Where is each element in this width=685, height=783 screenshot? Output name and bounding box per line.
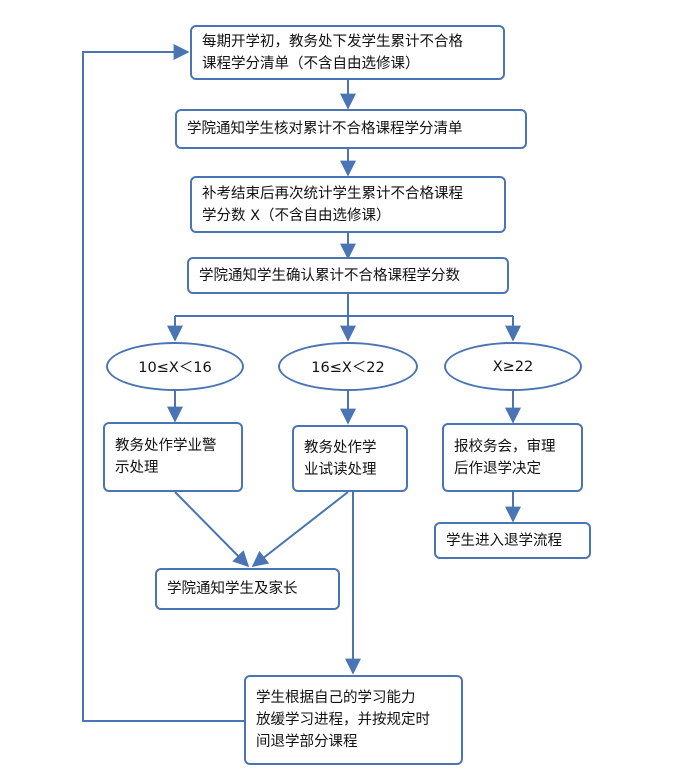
- node-withdrawal-process-line-1: 学生进入退学流程: [446, 532, 562, 549]
- node-notify-parents-line-1: 学院通知学生及家长: [167, 581, 298, 597]
- condition-16-to-22-label: 16≤X＜22: [311, 360, 385, 376]
- node-notify-verify: 学院通知学生核对累计不合格课程学分清单: [175, 109, 527, 149]
- arrow-loop-back-to-start: [82, 44, 245, 722]
- node-semester-start-line-1: 每期开学初，教务处下发学生累计不合格: [202, 33, 463, 50]
- condition-ge-22-label: X≥22: [492, 358, 534, 375]
- node-school-affairs-line-1: 报校务会，审理: [454, 438, 556, 455]
- arrow-warning-to-notify-parents: [174, 491, 250, 568]
- node-recount-after-makeup: 补考结束后再次统计学生累计不合格课程 学分数 X（不含自由选修课）: [190, 176, 506, 233]
- condition-10-to-16-label: 10≤X＜16: [138, 360, 212, 376]
- node-slow-down-line-3: 间退学部分课程: [256, 734, 358, 750]
- node-notify-confirm: 学院通知学生确认累计不合格课程学分数: [187, 257, 509, 294]
- node-slow-down-line-2: 放缓学习进程，并按规定时: [256, 712, 430, 728]
- node-school-affairs-line-2: 后作退学决定: [454, 460, 541, 477]
- node-academic-probation-line-2: 业试读处理: [304, 461, 377, 478]
- node-notify-verify-line-1: 学院通知学生核对累计不合格课程学分清单: [187, 121, 463, 137]
- node-academic-warning-line-2: 示处理: [115, 460, 159, 476]
- arrow-probation-to-notify-parents: [251, 491, 349, 567]
- condition-16-to-22: 16≤X＜22: [278, 342, 418, 391]
- node-slow-down-line-1: 学生根据自己的学习能力: [256, 690, 416, 706]
- node-academic-probation-line-1: 教务处作学: [304, 439, 377, 456]
- condition-ge-22: X≥22: [444, 342, 582, 391]
- node-semester-start-line-2: 课程学分清单（不含自由选修课）: [202, 55, 420, 72]
- node-academic-warning: 教务处作学业警 示处理: [103, 422, 243, 492]
- node-academic-warning-line-1: 教务处作学业警: [115, 438, 217, 454]
- node-slow-down-study: 学生根据自己的学习能力 放缓学习进程，并按规定时 间退学部分课程: [244, 675, 463, 765]
- condition-10-to-16: 10≤X＜16: [106, 342, 244, 391]
- node-recount-line-2: 学分数 X（不含自由选修课）: [202, 207, 391, 224]
- node-school-affairs-council: 报校务会，审理 后作退学决定: [442, 423, 583, 492]
- node-recount-line-1: 补考结束后再次统计学生累计不合格课程: [202, 185, 463, 202]
- node-academic-probation: 教务处作学 业试读处理: [292, 425, 408, 492]
- node-notify-parents: 学院通知学生及家长: [155, 568, 340, 610]
- node-withdrawal-process: 学生进入退学流程: [434, 522, 591, 559]
- node-notify-confirm-line-1: 学院通知学生确认累计不合格课程学分数: [199, 267, 460, 284]
- node-semester-start: 每期开学初，教务处下发学生累计不合格 课程学分清单（不含自由选修课）: [190, 25, 505, 80]
